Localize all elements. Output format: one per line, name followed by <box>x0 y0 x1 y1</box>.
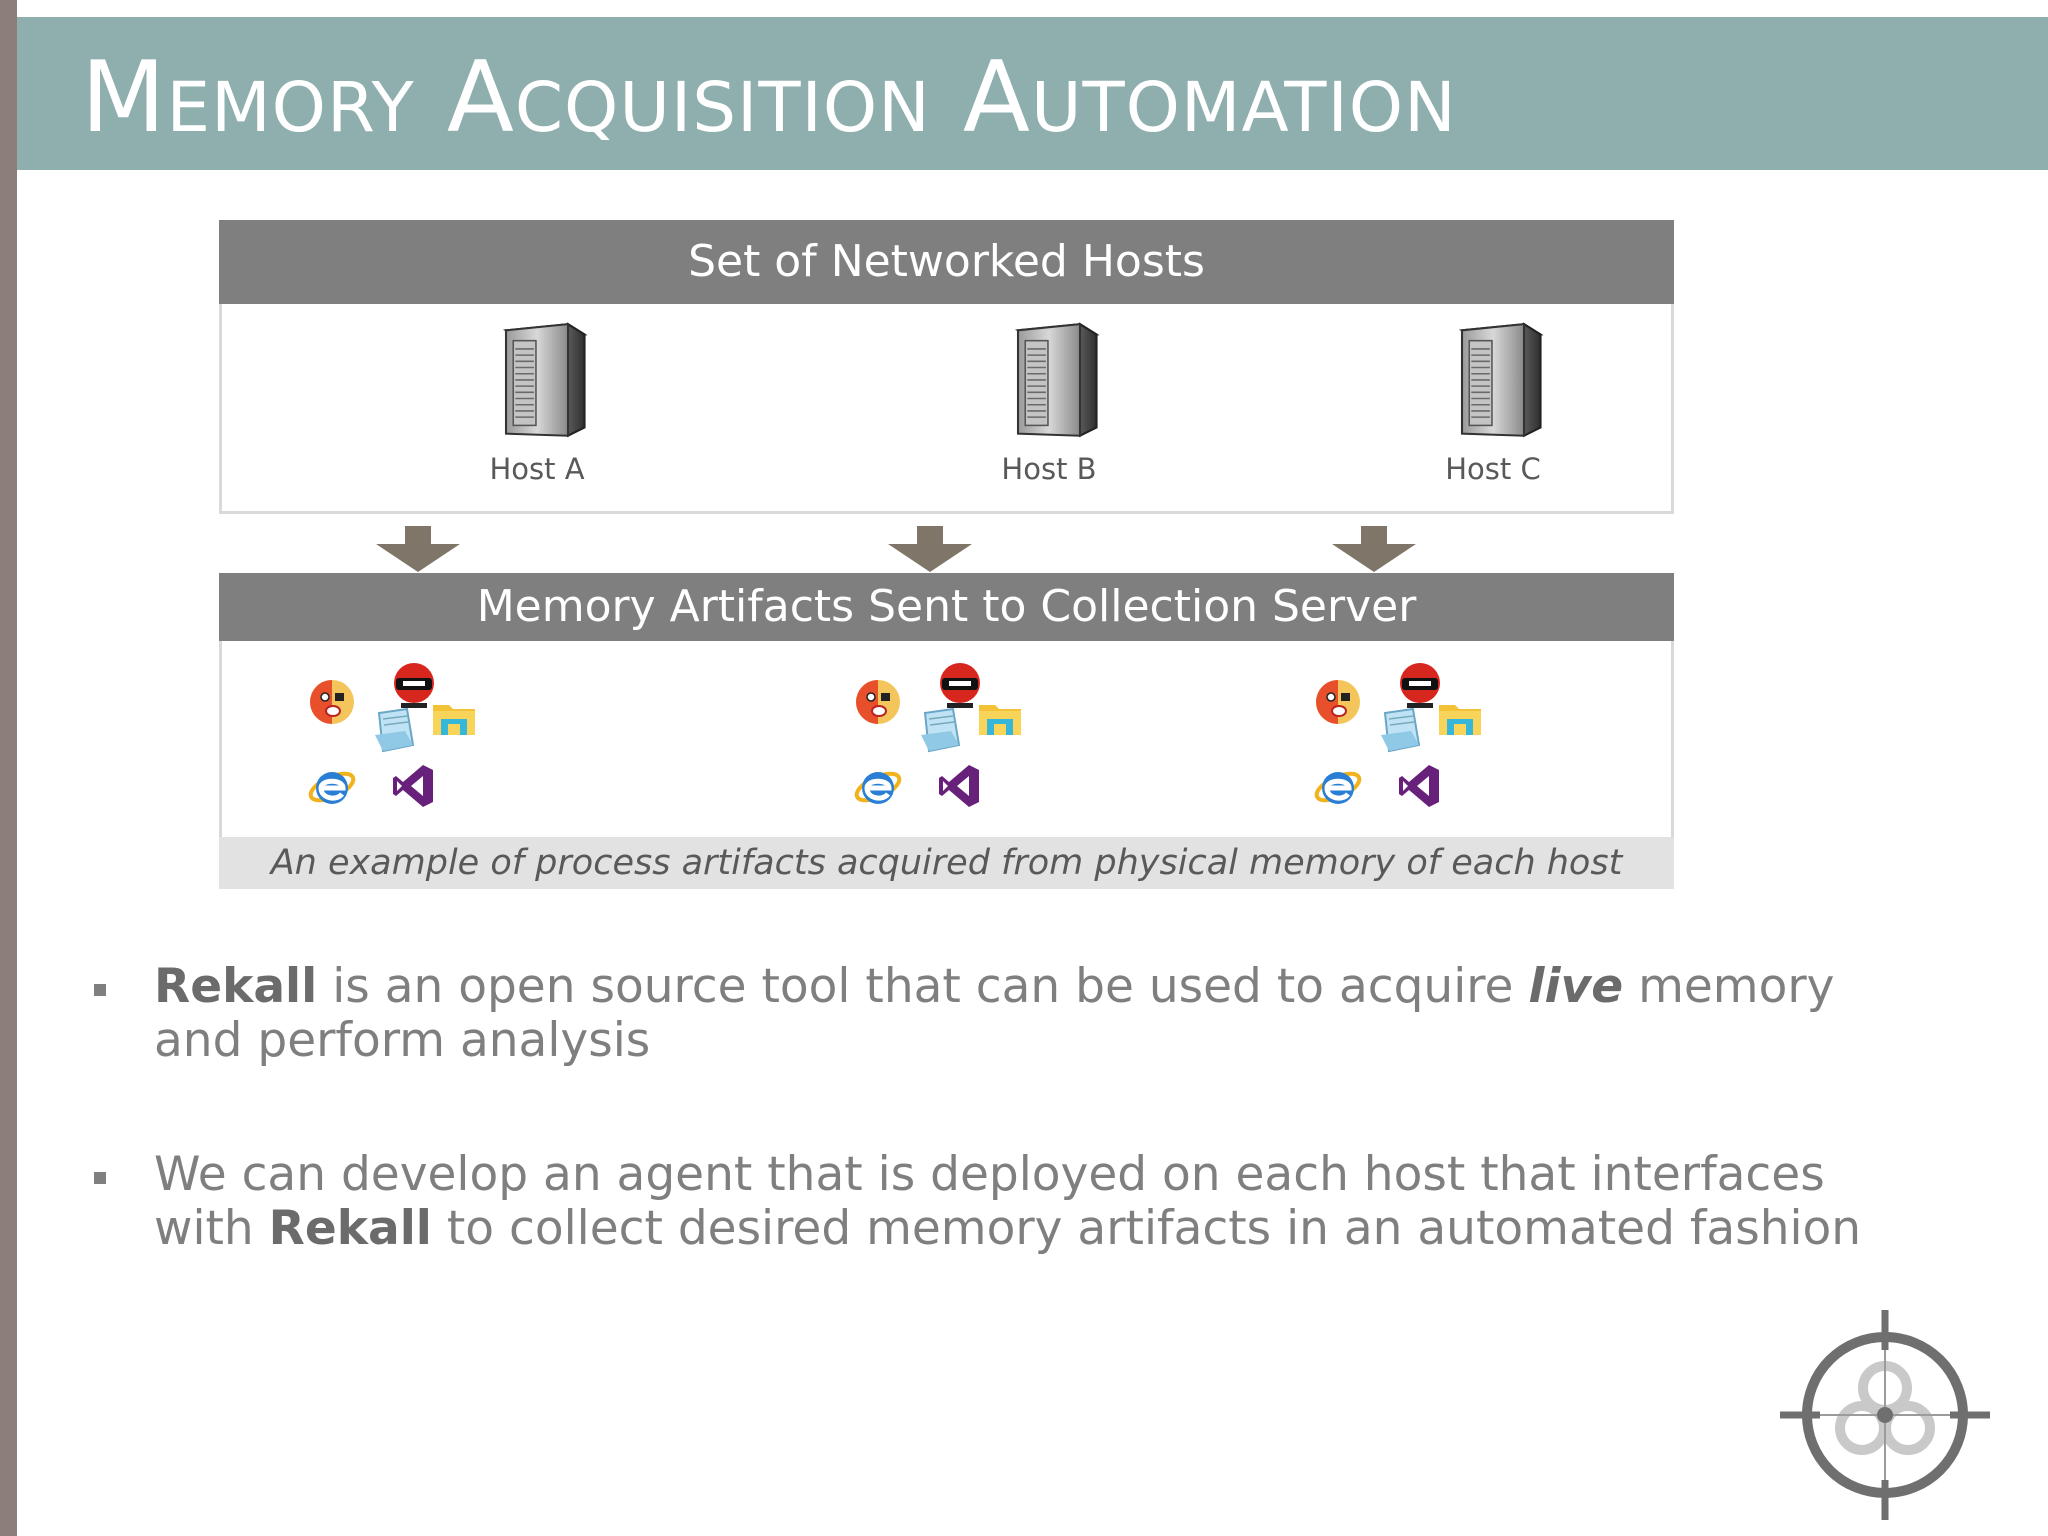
bullet-marker <box>94 984 106 996</box>
server-icon <box>997 320 1101 444</box>
biohazard-crosshair-icon <box>1780 1310 1990 1520</box>
bullet-item: We can develop an agent that is deployed… <box>90 1148 1990 1256</box>
internet-explorer-icon <box>1313 761 1363 811</box>
live-term: live <box>1528 959 1624 1014</box>
bullet-text: and perform analysis <box>154 1013 651 1068</box>
visual-studio-icon <box>935 761 985 811</box>
notepad-icon <box>915 705 965 755</box>
bullet-text: is an open source tool that can be used … <box>317 959 1529 1014</box>
notepad-icon <box>1375 705 1425 755</box>
shocked-smiley-icon <box>1313 677 1363 727</box>
artifacts-panel: Memory Artifacts Sent to Collection Serv… <box>219 573 1674 889</box>
bullet-text: We can develop an agent that is deployed… <box>154 1147 1825 1202</box>
down-arrow-icon <box>1332 526 1416 572</box>
file-explorer-icon <box>975 693 1025 743</box>
host-a: Host A <box>437 320 637 486</box>
down-arrow-icon <box>888 526 972 572</box>
hosts-panel: Set of Networked Hosts Host A Host B Hos… <box>219 220 1674 514</box>
bullet-text: memory <box>1623 959 1835 1014</box>
server-icon <box>1441 320 1545 444</box>
slide-title: Memory Acquisition Automation <box>81 41 1457 155</box>
internet-explorer-icon <box>853 761 903 811</box>
bullet-marker <box>94 1172 106 1184</box>
host-label: Host A <box>489 452 585 486</box>
bullet-item: Rekall is an open source tool that can b… <box>90 960 1990 1068</box>
artifact-group-c <box>1313 661 1513 811</box>
host-c: Host C <box>1393 320 1593 486</box>
visual-studio-icon <box>389 761 439 811</box>
file-explorer-icon <box>1435 693 1485 743</box>
internet-explorer-icon <box>307 761 357 811</box>
title-band: Memory Acquisition Automation <box>17 17 2048 170</box>
artifacts-caption: An example of process artifacts acquired… <box>219 837 1674 889</box>
bullet-text: with <box>154 1201 269 1256</box>
shocked-smiley-icon <box>307 677 357 727</box>
host-label: Host C <box>1445 452 1541 486</box>
down-arrow-icon <box>376 526 460 572</box>
file-explorer-icon <box>429 693 479 743</box>
left-accent-bar <box>0 0 17 1536</box>
host-b: Host B <box>949 320 1149 486</box>
notepad-icon <box>369 705 419 755</box>
bullet-text: to collect desired memory artifacts in a… <box>431 1201 1862 1256</box>
shocked-smiley-icon <box>853 677 903 727</box>
rekall-term: Rekall <box>154 959 318 1014</box>
server-icon <box>485 320 589 444</box>
bullet-list: Rekall is an open source tool that can b… <box>90 960 1990 1336</box>
rekall-term: Rekall <box>268 1201 432 1256</box>
artifact-group-b <box>853 661 1053 811</box>
hosts-panel-header: Set of Networked Hosts <box>219 220 1674 304</box>
artifacts-panel-header: Memory Artifacts Sent to Collection Serv… <box>219 573 1674 641</box>
artifact-group-a <box>307 661 507 811</box>
host-label: Host B <box>1001 452 1097 486</box>
visual-studio-icon <box>1395 761 1445 811</box>
